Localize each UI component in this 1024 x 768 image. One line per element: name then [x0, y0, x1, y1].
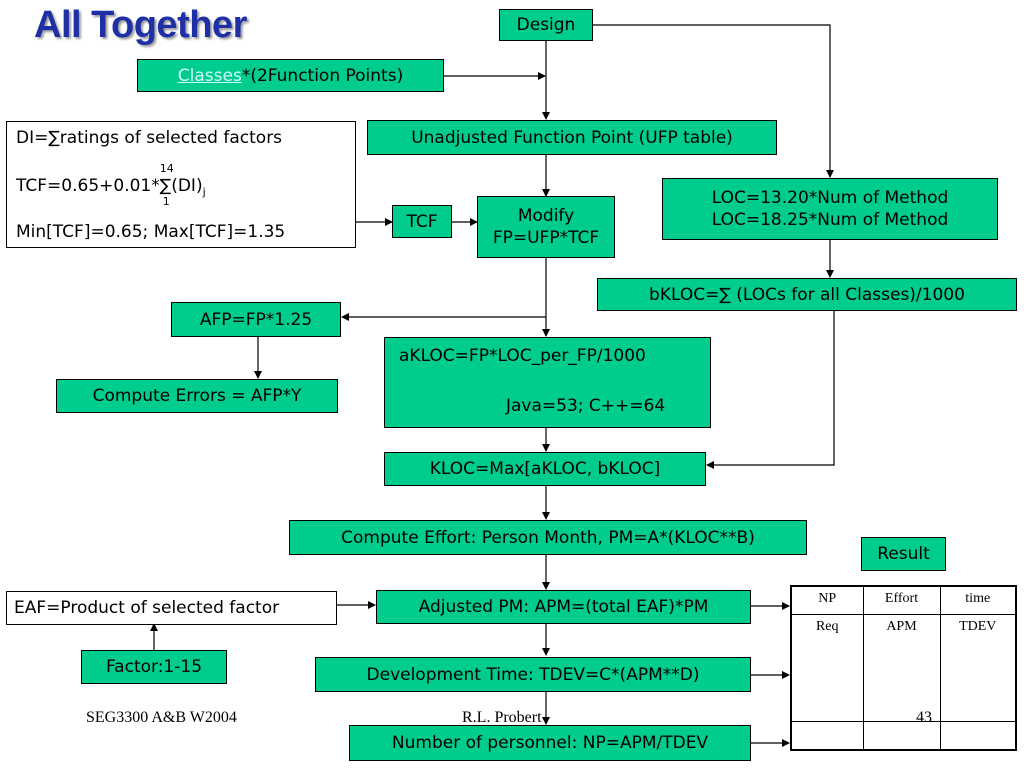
akloc-line2: Java=53; C++=64 — [506, 396, 666, 416]
loc-node: LOC=13.20*Num of Method LOC=18.25*Num of… — [662, 178, 998, 240]
result-cell-time: TDEV — [939, 613, 1017, 723]
apm-label: Adjusted PM: APM=(total EAF)*PM — [418, 597, 709, 617]
factor-label: Factor:1-15 — [105, 657, 203, 677]
result-header-effort: Effort — [862, 585, 941, 615]
np-node: Number of personnel: NP=APM/TDEV — [349, 725, 751, 761]
modify-line2: FP=UFP*TCF — [492, 228, 600, 248]
result-table: NP Effort time Req APM TDEV — [790, 585, 1017, 751]
sum-symbol: ∑ — [159, 176, 172, 196]
afp-label: AFP=FP*1.25 — [199, 309, 313, 330]
kloc-node: KLOC=Max[aKLOC, bKLOC] — [384, 452, 706, 486]
di-tcf-definition-box: DI=∑ratings of selected factors TCF=0.65… — [6, 121, 356, 248]
ufp-label: Unadjusted Function Point (UFP table) — [411, 127, 733, 148]
sum-lower-limit: 1 — [162, 195, 170, 208]
result-header-np: NP — [790, 585, 864, 615]
errors-label: Compute Errors = AFP*Y — [92, 386, 302, 406]
classes-formula: *(2Function Points) — [241, 65, 404, 86]
tcf-node: TCF — [392, 205, 452, 238]
bkloc-node: bKLOC=∑ (LOCs for all Classes)/1000 — [597, 278, 1017, 311]
result-cell-effort: APM — [862, 613, 941, 723]
result-cell-np: Req — [790, 613, 864, 723]
tcf-min-max: Min[TCF]=0.65; Max[TCF]=1.35 — [16, 222, 286, 242]
eaf-node: EAF=Product of selected factor — [6, 591, 337, 625]
result-table-footer-row — [790, 721, 1017, 751]
bkloc-label: bKLOC=∑ (LOCs for all Classes)/1000 — [649, 284, 965, 305]
loc-line1: LOC=13.20*Num of Method — [711, 188, 949, 208]
modify-node: Modify FP=UFP*TCF — [477, 196, 615, 258]
errors-node: Compute Errors = AFP*Y — [56, 379, 338, 413]
effort-node: Compute Effort: Person Month, PM=A*(KLOC… — [289, 520, 807, 555]
classes-node: Classes*(2Function Points) — [137, 59, 444, 92]
akloc-node: aKLOC=FP*LOC_per_FP/1000 Java=53; C++=64 — [384, 337, 711, 428]
akloc-line1: aKLOC=FP*LOC_per_FP/1000 — [399, 346, 646, 366]
result-table-row: Req APM TDEV — [790, 613, 1017, 723]
kloc-label: KLOC=Max[aKLOC, bKLOC] — [429, 459, 661, 479]
design-node: Design — [499, 9, 593, 41]
result-table-header: NP Effort time — [790, 585, 1017, 615]
page-title: All Together — [34, 4, 247, 46]
footer-author: R.L. Probert — [462, 709, 542, 726]
di-definition: DI=∑ratings of selected factors — [16, 128, 283, 148]
factor-node: Factor:1-15 — [81, 650, 227, 684]
footer-page-number: 43 — [916, 709, 932, 726]
classes-link[interactable]: Classes — [177, 65, 242, 86]
tdev-label: Development Time: TDEV=C*(APM**D) — [366, 664, 700, 685]
effort-label: Compute Effort: Person Month, PM=A*(KLOC… — [341, 527, 755, 548]
ufp-node: Unadjusted Function Point (UFP table) — [367, 120, 777, 155]
loc-line2: LOC=18.25*Num of Method — [711, 210, 949, 230]
footer-course: SEG3300 A&B W2004 — [86, 709, 237, 726]
afp-node: AFP=FP*1.25 — [171, 302, 341, 337]
sum-upper-limit: 14 — [159, 162, 174, 175]
result-label: Result — [877, 544, 930, 564]
tcf-subscript: j — [202, 185, 206, 199]
np-label: Number of personnel: NP=APM/TDEV — [391, 733, 709, 753]
eaf-label: EAF=Product of selected factor — [14, 598, 280, 618]
apm-node: Adjusted PM: APM=(total EAF)*PM — [376, 590, 751, 624]
tcf-formula: TCF=0.65+0.01* 14 ∑ 1 (DI)j — [16, 162, 206, 208]
result-label-box: Result — [861, 537, 946, 571]
tcf-label: TCF — [406, 211, 438, 232]
modify-line1: Modify — [517, 206, 575, 226]
result-header-time: time — [939, 585, 1017, 615]
tdev-node: Development Time: TDEV=C*(APM**D) — [315, 657, 751, 692]
design-label: Design — [516, 15, 576, 35]
